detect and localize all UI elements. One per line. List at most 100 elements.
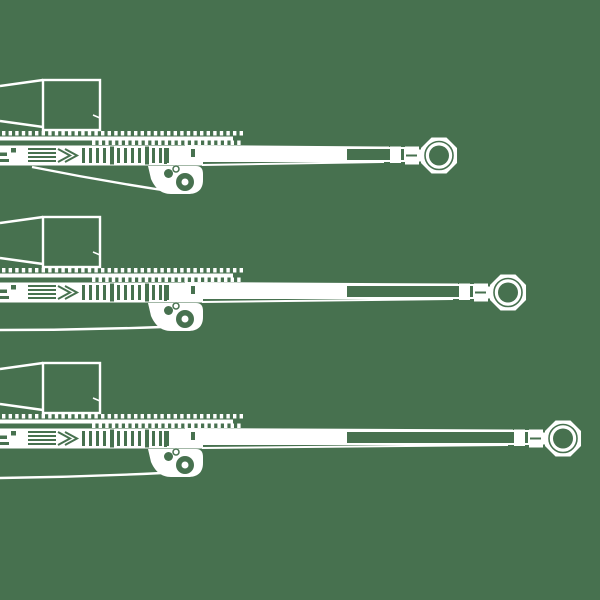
rod-neck xyxy=(541,432,548,445)
rack-tooth xyxy=(54,414,59,419)
rack-tooth xyxy=(35,131,39,136)
rack-tooth xyxy=(239,131,243,136)
rack-tooth-lower xyxy=(111,423,116,428)
rack-tooth xyxy=(61,131,65,136)
gear-housing-box xyxy=(41,215,102,269)
rack-tooth-lower xyxy=(204,423,208,428)
rack-tooth-lower xyxy=(164,423,168,428)
rack-tooth xyxy=(167,414,171,419)
body-slat-slot xyxy=(124,431,127,446)
rack-tooth-lower xyxy=(177,277,182,282)
rack-tooth xyxy=(193,268,197,273)
rack-tooth xyxy=(153,414,158,419)
rack-tooth xyxy=(173,268,177,273)
body-slat-slot xyxy=(117,148,120,163)
body-slat-slot xyxy=(145,283,149,302)
rack-tooth xyxy=(153,131,158,136)
body-slat-slot xyxy=(89,431,92,446)
body-left-slot xyxy=(0,152,7,156)
rack-tooth-lower xyxy=(105,423,109,428)
rack-tooth-lower xyxy=(151,140,155,145)
rod-collar xyxy=(390,146,401,163)
body-left-slot xyxy=(0,442,9,445)
body-slat-slot xyxy=(138,431,141,446)
rack-tooth-lower xyxy=(184,423,188,428)
rack-tooth xyxy=(219,414,224,419)
rack-tooth-lower xyxy=(105,140,109,145)
rack-tooth-lower xyxy=(204,140,208,145)
rack-tooth-lower xyxy=(131,423,135,428)
rack-tooth xyxy=(8,268,12,273)
rack-tooth xyxy=(186,131,191,136)
gear-housing-box xyxy=(41,78,102,132)
rod-eye-inner-ring xyxy=(493,277,523,308)
roller-small xyxy=(164,452,173,461)
rack-tooth-lower xyxy=(158,277,162,282)
eye-hole xyxy=(553,428,573,449)
rack-tooth-lower xyxy=(171,277,175,282)
rack-tooth-lower xyxy=(118,423,122,428)
rack-tooth-lower xyxy=(118,140,122,145)
body-slat-slot xyxy=(138,285,141,300)
rack-tooth xyxy=(120,268,125,273)
rack-tooth-lower xyxy=(191,140,195,145)
rack-tooth-lower xyxy=(197,277,201,282)
roller-small xyxy=(164,169,173,178)
rack-tooth xyxy=(54,268,59,273)
rack-tooth xyxy=(160,268,164,273)
body-slat-slot xyxy=(164,431,167,447)
rack-tooth xyxy=(74,131,78,136)
rack-tooth-lower xyxy=(210,277,215,282)
rack-tooth-lower xyxy=(217,140,221,145)
body-slat-slot xyxy=(152,431,155,446)
rod-neck xyxy=(486,286,493,299)
rack-tooth xyxy=(107,414,111,419)
rack-tooth xyxy=(2,131,6,136)
drive-chevron xyxy=(64,431,80,446)
body-slat-slot xyxy=(103,431,106,446)
rack-tooth xyxy=(74,414,78,419)
rack-tooth-lower xyxy=(105,277,109,282)
rack-tooth-lower xyxy=(237,140,241,145)
rack-tooth-lower xyxy=(184,277,188,282)
rack-tooth xyxy=(68,268,72,273)
rack-tooth xyxy=(239,268,243,273)
body-slat-slot xyxy=(166,148,169,163)
rack-tooth-lower xyxy=(230,423,234,428)
rack-tooth-lower xyxy=(111,277,116,282)
rack-tooth xyxy=(233,131,237,136)
rack-tooth xyxy=(180,131,184,136)
rack-tooth xyxy=(239,414,243,419)
rack-tooth xyxy=(219,131,224,136)
roller-pivot xyxy=(172,165,180,173)
rack-tooth-lower xyxy=(92,277,96,282)
rack-tooth-lower xyxy=(125,140,129,145)
rack-tooth-lower xyxy=(92,140,96,145)
body-slat-slot xyxy=(82,148,85,163)
piston-rod xyxy=(197,431,347,444)
rack-tooth xyxy=(226,131,230,136)
rack-tooth xyxy=(68,414,72,419)
rack-tooth-lower xyxy=(144,423,149,428)
body-slat-slot xyxy=(117,285,120,300)
rack-tooth-lower xyxy=(125,423,129,428)
body-left-slot xyxy=(0,296,9,299)
rack-tooth xyxy=(206,131,210,136)
rack-tooth xyxy=(94,414,98,419)
rack-tooth-lower xyxy=(151,423,155,428)
body-slat-slot xyxy=(96,148,99,163)
rack-tooth xyxy=(81,268,85,273)
rack-tooth xyxy=(8,414,12,419)
eye-hole xyxy=(498,282,518,303)
rack-tooth-lower xyxy=(138,423,142,428)
gear-housing-notch xyxy=(92,397,101,402)
body-slat-slot xyxy=(103,148,106,163)
rack-tooth-lower xyxy=(230,277,234,282)
rack-tooth-lower xyxy=(92,423,96,428)
body-end-slot xyxy=(191,149,195,157)
rack-tooth xyxy=(35,414,39,419)
rack-tooth xyxy=(134,414,138,419)
body-slat-slot xyxy=(110,146,114,165)
rack-tooth-lower xyxy=(158,423,162,428)
